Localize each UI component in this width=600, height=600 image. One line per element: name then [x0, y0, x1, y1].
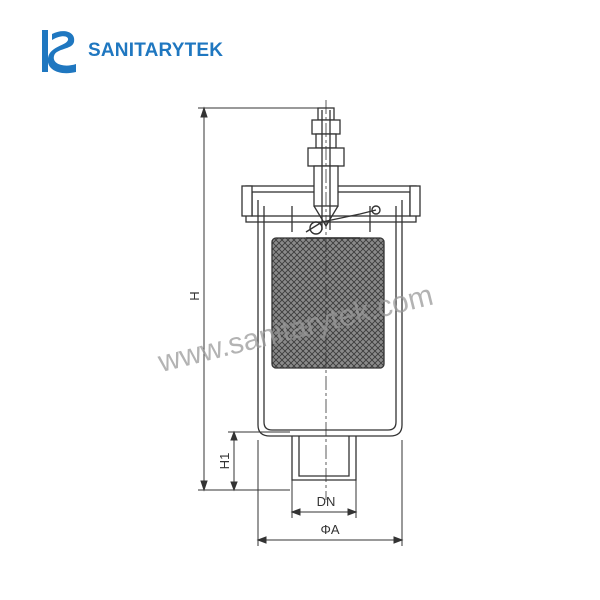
dimension-phi-a-label: ΦA: [320, 522, 339, 537]
vent-body: [241, 185, 421, 481]
brand-name: SANITARYTEK: [88, 40, 224, 61]
dimension-dn: [290, 480, 358, 518]
dimension-phi-a: [256, 440, 404, 546]
logo-emblem-icon: [42, 30, 76, 74]
lever-mechanism: [305, 205, 381, 239]
dimension-h1: [228, 430, 290, 492]
dimension-h1-label: H1: [217, 453, 232, 470]
brand-logo: SANITARYTEK: [38, 26, 223, 76]
dimension-h-label: H: [187, 291, 202, 300]
dimension-dn-label: DN: [317, 494, 336, 509]
dimension-h: [198, 106, 330, 492]
